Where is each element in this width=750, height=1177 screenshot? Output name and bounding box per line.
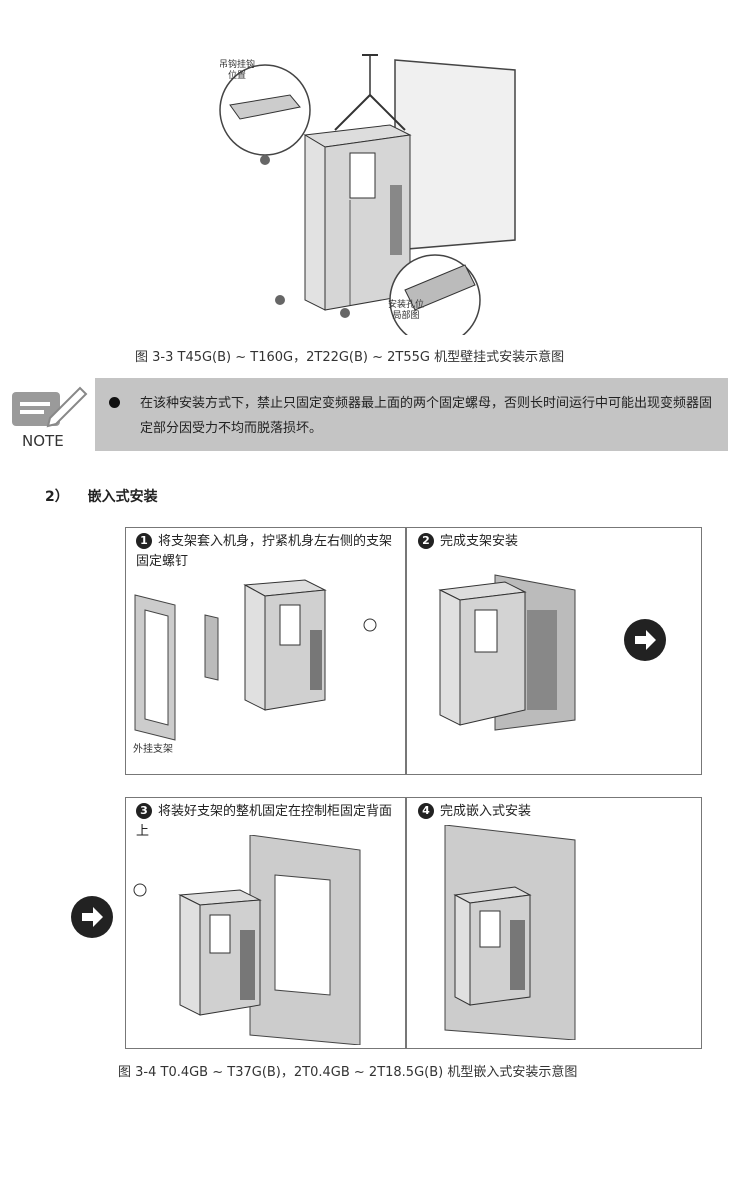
bracket-label: 外挂支架 — [133, 744, 173, 755]
figure-3-3-caption: 图 3-3 T45G(B) ~ T160G，2T22G(B) ~ 2T55G 机… — [135, 350, 565, 365]
note-pencil-icon — [12, 386, 88, 428]
hook-callout: 吊钩挂钩 位置 — [219, 60, 255, 82]
step-3-illustration — [133, 835, 361, 1045]
step-2-illustration — [438, 574, 576, 731]
step-3-text: 将装好支架的整机固定在控制柜固定背面上 — [136, 804, 393, 839]
step-1-number: 1 — [136, 533, 152, 549]
note-label: NOTE — [22, 432, 64, 450]
hook-callout-line1: 吊钩挂钩 — [219, 60, 256, 70]
hole-callout-line2: 局部图 — [392, 311, 420, 321]
step-2: 2 完成支架安装 — [418, 532, 518, 552]
hole-callout: 安装孔位 局部图 — [388, 300, 424, 322]
panel-divider — [405, 797, 407, 1049]
step-2-text: 完成支架安装 — [440, 534, 519, 549]
next-arrow-icon — [71, 896, 113, 938]
step-4: 4 完成嵌入式安装 — [418, 802, 531, 822]
figure-3-4-caption: 图 3-4 T0.4GB ~ T37G(B)，2T0.4GB ~ 2T18.5G… — [118, 1065, 578, 1080]
wall-mount-illustration — [219, 54, 516, 335]
section-number: 2） — [45, 489, 69, 505]
note-text: 在该种安装方式下，禁止只固定变频器最上面的两个固定螺母，否则长时间运行中可能出现… — [140, 396, 713, 436]
panel-divider — [405, 527, 407, 775]
step-4-text: 完成嵌入式安装 — [440, 804, 532, 819]
section-title: 嵌入式安装 — [87, 489, 158, 505]
steps-panel-row1 — [125, 527, 702, 775]
bullet-icon — [109, 397, 120, 408]
hook-callout-line2: 位置 — [228, 71, 247, 81]
step-1-text: 将支架套入机身，拧紧机身左右侧的支架固定螺钉 — [136, 534, 393, 569]
step-4-illustration — [444, 825, 576, 1040]
wall-panel — [394, 59, 516, 251]
hole-callout-line1: 安装孔位 — [388, 300, 425, 310]
step-3-number: 3 — [136, 803, 152, 819]
step-4-number: 4 — [418, 803, 434, 819]
next-arrow-icon — [624, 619, 666, 661]
step-1-illustration — [134, 579, 377, 741]
note-box — [95, 378, 728, 451]
step-2-number: 2 — [418, 533, 434, 549]
section-heading: 2） 嵌入式安装 — [45, 486, 158, 506]
